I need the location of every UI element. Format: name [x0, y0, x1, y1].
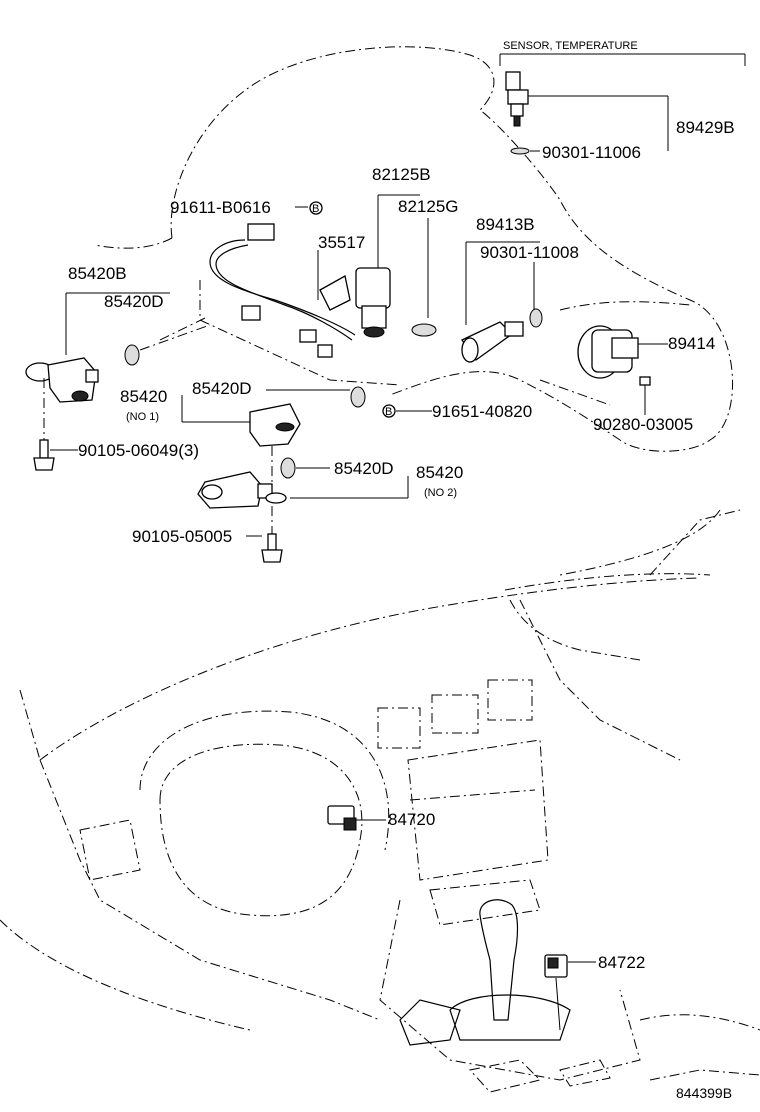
sensor-89413B-part[interactable] — [461, 321, 524, 363]
diagram-code: 844399B — [676, 1085, 732, 1101]
o-ring-85420D-c-part[interactable] — [280, 457, 296, 479]
bolt-90105-05005-part[interactable] — [261, 533, 283, 563]
o-ring-90301-11008-part[interactable] — [529, 308, 543, 328]
part-90105-06049: 90105-06049(3) — [78, 441, 199, 460]
sensor-85420-no1-group: 85420 (NO 1) 85420D B 91651-40820 — [120, 379, 532, 540]
part-84722: 84722 — [598, 953, 645, 972]
o-ring-82125G-part[interactable] — [411, 323, 437, 337]
speed-sensor-82125B-part[interactable] — [355, 267, 391, 338]
svg-text:B: B — [385, 406, 392, 418]
bracket-35517-part[interactable] — [319, 274, 351, 311]
sensor-89414-group: 89414 90280-03005 — [539, 325, 715, 434]
sensor-85420-no2-group: 85420D 85420 (NO 2) 90105-05005 — [132, 457, 463, 563]
part-35517: 35517 — [318, 233, 365, 252]
sensor-85420-no1-part[interactable] — [249, 403, 301, 447]
bolt-90105-06049-part[interactable] — [33, 439, 55, 471]
engine-outline — [94, 46, 734, 576]
switch-84722-part[interactable] — [544, 954, 568, 978]
part-90105-05005: 90105-05005 — [132, 527, 232, 546]
part-85420-no1: 85420 — [120, 387, 167, 406]
clip-90280-part[interactable] — [639, 376, 651, 386]
part-89413B: 89413B — [476, 215, 535, 234]
sensor-85420B-group: 85420B 85420D 90105-06049(3) — [25, 264, 211, 471]
part-85420-no2: 85420 — [416, 463, 463, 482]
sensor-temperature-group: SENSOR, TEMPERATURE 89429B 90301-11006 — [499, 40, 746, 162]
sensor-temperature-title: SENSOR, TEMPERATURE — [503, 40, 638, 52]
label-no2: (NO 2) — [424, 487, 457, 499]
bolt-b-icon — [309, 201, 323, 215]
part-89414: 89414 — [668, 334, 715, 353]
part-85420D-b: 85420D — [192, 379, 252, 398]
part-90301-11008: 90301-11008 — [480, 243, 579, 262]
temperature-sensor-part[interactable] — [505, 71, 529, 127]
sensor-89414-part[interactable] — [577, 325, 639, 379]
dashboard-outline — [0, 509, 760, 1093]
part-84720: 84720 — [388, 810, 435, 829]
gasket-90301-11006-part[interactable] — [510, 147, 530, 155]
part-91651-40820: 91651-40820 — [432, 402, 532, 421]
part-82125G: 82125G — [398, 197, 459, 216]
harness-connector[interactable] — [247, 223, 275, 241]
switch-84722-group: 84722 — [544, 953, 645, 1031]
part-90280-03005: 90280-03005 — [593, 415, 693, 434]
part-91611-B0616: 91611-B0616 — [170, 198, 271, 217]
part-82125B: 82125B — [372, 165, 431, 184]
o-ring-85420D-b-part[interactable] — [350, 386, 366, 408]
sensor-89413B-group: 89413B 90301-11008 — [461, 215, 579, 363]
switch-84720-part[interactable] — [327, 805, 357, 831]
label-no1: (NO 1) — [126, 411, 159, 423]
bolt-b2-icon — [382, 404, 396, 418]
svg-text:B: B — [312, 203, 319, 215]
part-90301-11006: 90301-11006 — [542, 143, 641, 162]
switch-84720-group: 84720 — [327, 805, 435, 831]
shift-lever — [399, 899, 571, 1046]
sensor-85420B-part[interactable] — [25, 357, 99, 403]
part-89429B: 89429B — [676, 118, 735, 137]
part-85420D-c: 85420D — [334, 459, 394, 478]
harness-group: 82125B 82125G 91611-B0616 35517 B — [170, 165, 459, 358]
part-85420B: 85420B — [68, 264, 127, 283]
part-85420D-a: 85420D — [104, 292, 164, 311]
o-ring-85420D-a-part[interactable] — [124, 344, 140, 366]
wire-harness[interactable] — [209, 239, 356, 336]
sensor-85420-no2-part[interactable] — [197, 471, 287, 509]
